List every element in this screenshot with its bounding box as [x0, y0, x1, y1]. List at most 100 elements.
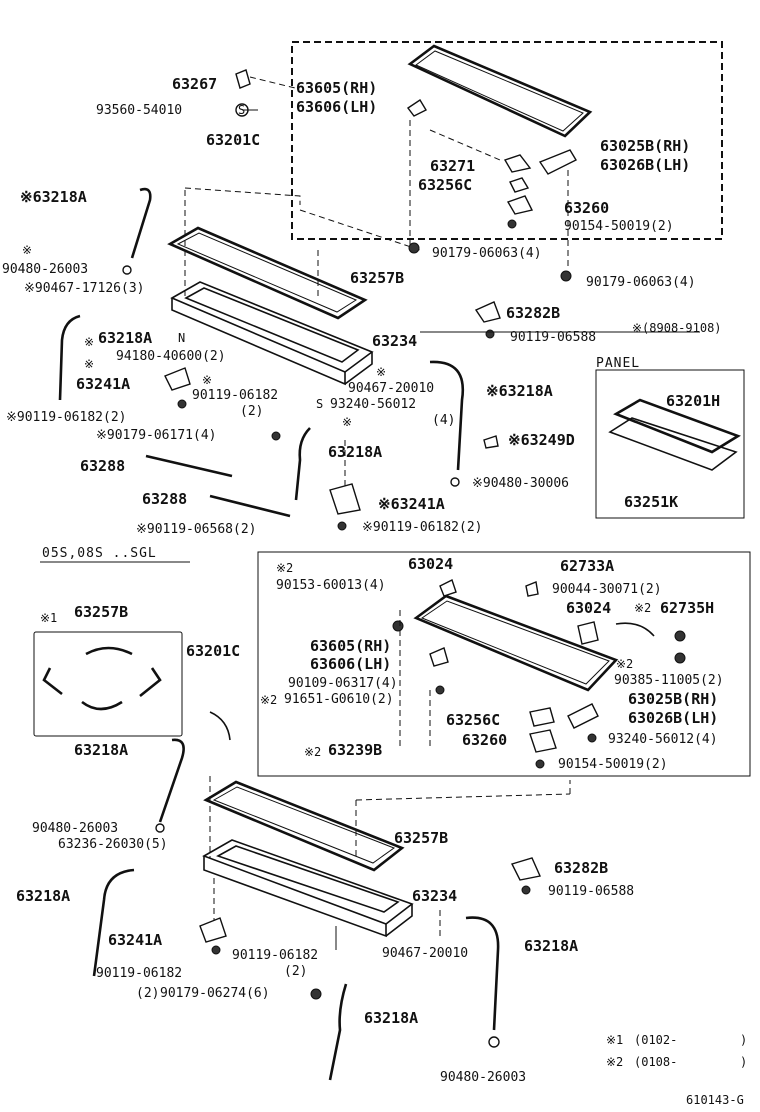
label-90119-06182-3: ※90119-06182(2)	[362, 520, 483, 535]
label-63026b-lh-1: 63026B(LH)	[600, 156, 691, 174]
label-63271: 63271	[430, 157, 476, 175]
rod-63288-2	[209, 494, 291, 518]
assembly-box-bottom	[257, 551, 751, 777]
seal-63257b-bottom	[203, 780, 405, 872]
label-90119-06182-1: 90119-06182	[192, 388, 279, 403]
label-sgl: 05S,08S ..SGL	[42, 546, 157, 561]
part-63260	[506, 195, 534, 215]
seal-63257b-top	[167, 226, 368, 320]
part-63282b-2	[511, 857, 541, 881]
label-63256c-2: 63256C	[446, 711, 501, 729]
label-63218a-1: ※63218A	[20, 188, 87, 206]
label-63234-2: 63234	[412, 887, 458, 905]
asterisk-2: ※	[84, 335, 95, 349]
label-63218a-6: 63218A	[16, 887, 71, 905]
asterisk-5: ※	[376, 365, 387, 379]
assembly-dashed-box	[291, 41, 723, 240]
label-diagram-code: 610143-G	[686, 1093, 744, 1107]
part-63025b	[538, 149, 577, 175]
label-90385-11005: 90385-11005(2)	[614, 673, 724, 688]
label-63236-26030: 63236-26030(5)	[58, 837, 168, 852]
label-90179-06171: ※90179-06171(4)	[96, 428, 217, 443]
label-63606-lh-2: 63606(LH)	[310, 655, 392, 673]
label-63026b-lh-2: 63026B(LH)	[628, 709, 719, 727]
label-qty-2-3: (2)	[136, 986, 160, 1001]
rod-63288-1	[145, 454, 233, 478]
label-90119-06182-2: ※90119-06182(2)	[6, 410, 127, 425]
note2-mark-foot: ※2	[606, 1055, 624, 1069]
label-62733a: 62733A	[560, 557, 615, 575]
label-90480-26003-1: 90480-26003	[2, 262, 89, 277]
label-63218a-4: 63218A	[328, 443, 383, 461]
label-63218a-3: ※63218A	[486, 382, 553, 400]
label-63605-rh-2: 63605(RH)	[310, 637, 392, 655]
note2-mark-1: ※2	[276, 561, 294, 575]
label-91651-g0610: 91651-G0610(2)	[284, 692, 394, 707]
label-90109-06317: 90109-06317(4)	[288, 676, 398, 691]
paren-close-1: )	[740, 1033, 748, 1047]
asterisk-6: ※	[342, 415, 353, 429]
asterisk-4: ※	[202, 373, 213, 387]
label-panel: PANEL	[596, 356, 641, 371]
label-63260-1: 63260	[564, 199, 610, 217]
label-63257b-3: 63257B	[394, 829, 449, 847]
part-63249d	[483, 435, 499, 449]
label-63025b-rh-1: 63025B(RH)	[600, 137, 691, 155]
label-63201c-1: 63201C	[206, 131, 261, 149]
s-mark-2: S	[316, 397, 324, 411]
label-63024-2: 63024	[566, 599, 612, 617]
label-63218a-5: 63218A	[74, 741, 129, 759]
label-63218a-8: 63218A	[364, 1009, 419, 1027]
note2-mark-4: ※2	[260, 693, 278, 707]
label-90044-30071: 90044-30071(2)	[552, 582, 662, 597]
label-90119-06588-1: 90119-06588	[510, 330, 597, 345]
label-90154-50019-1: 90154-50019(2)	[564, 219, 674, 234]
note2-mark-3: ※2	[616, 657, 634, 671]
label-93560-54010: 93560-54010	[96, 103, 183, 118]
panel-63201h	[613, 398, 741, 454]
hose-63218a-7	[465, 916, 500, 1031]
note1-mark-foot: ※1	[606, 1033, 624, 1047]
label-90179-06063-2: 90179-06063(4)	[586, 275, 696, 290]
label-qty-2-1: (2)	[240, 404, 264, 419]
part-63282b-1	[474, 301, 501, 323]
label-90467-17126: ※90467-17126(3)	[24, 281, 145, 296]
asterisk-1: ※	[22, 243, 33, 257]
label-93240-56012-1: 93240-56012	[330, 397, 417, 412]
label-90467-20010-2: 90467-20010	[382, 946, 469, 961]
hose-63218a-3	[429, 360, 465, 471]
label-63241a-1: 63241A	[76, 375, 131, 393]
label-63282b-1: 63282B	[506, 304, 561, 322]
panel-box	[595, 369, 745, 519]
label-63256c-1: 63256C	[418, 176, 473, 194]
hose-63218a-1	[130, 187, 152, 259]
glass-panel-top-inner	[415, 50, 584, 132]
label-63234-1: 63234	[372, 332, 418, 350]
seal-63251k	[608, 417, 738, 471]
label-63257b-1: 63257B	[350, 269, 405, 287]
label-0108: (0108-	[634, 1055, 678, 1069]
hose-63218a-5	[158, 738, 185, 823]
n-mark: N	[178, 331, 186, 345]
note1-mark: ※1	[40, 611, 58, 625]
label-90480-30006: ※90480-30006	[472, 476, 569, 491]
label-90480-26003-2: 90480-26003	[32, 821, 119, 836]
arrow-curve	[615, 622, 655, 637]
label-90179-06274: 90179-06274(6)	[160, 986, 270, 1001]
label-63257b-2: 63257B	[74, 603, 129, 621]
hose-63218a-6	[92, 868, 135, 977]
part-63271	[503, 154, 532, 173]
bracket-63241a-2	[329, 483, 361, 515]
label-90153-60013: 90153-60013(4)	[276, 578, 386, 593]
label-63201h: 63201H	[666, 392, 721, 410]
seal-inset-box	[33, 631, 183, 737]
arrow-down	[209, 711, 231, 741]
label-63606-lh-1: 63606(LH)	[296, 98, 378, 116]
label-63241a-2: ※63241A	[378, 495, 445, 513]
label-93240-56012-2: 93240-56012(4)	[608, 732, 718, 747]
glass-panel-top	[407, 44, 593, 138]
label-90119-06182-5: 90119-06182	[96, 966, 183, 981]
glass-panel-bottom	[413, 594, 619, 692]
